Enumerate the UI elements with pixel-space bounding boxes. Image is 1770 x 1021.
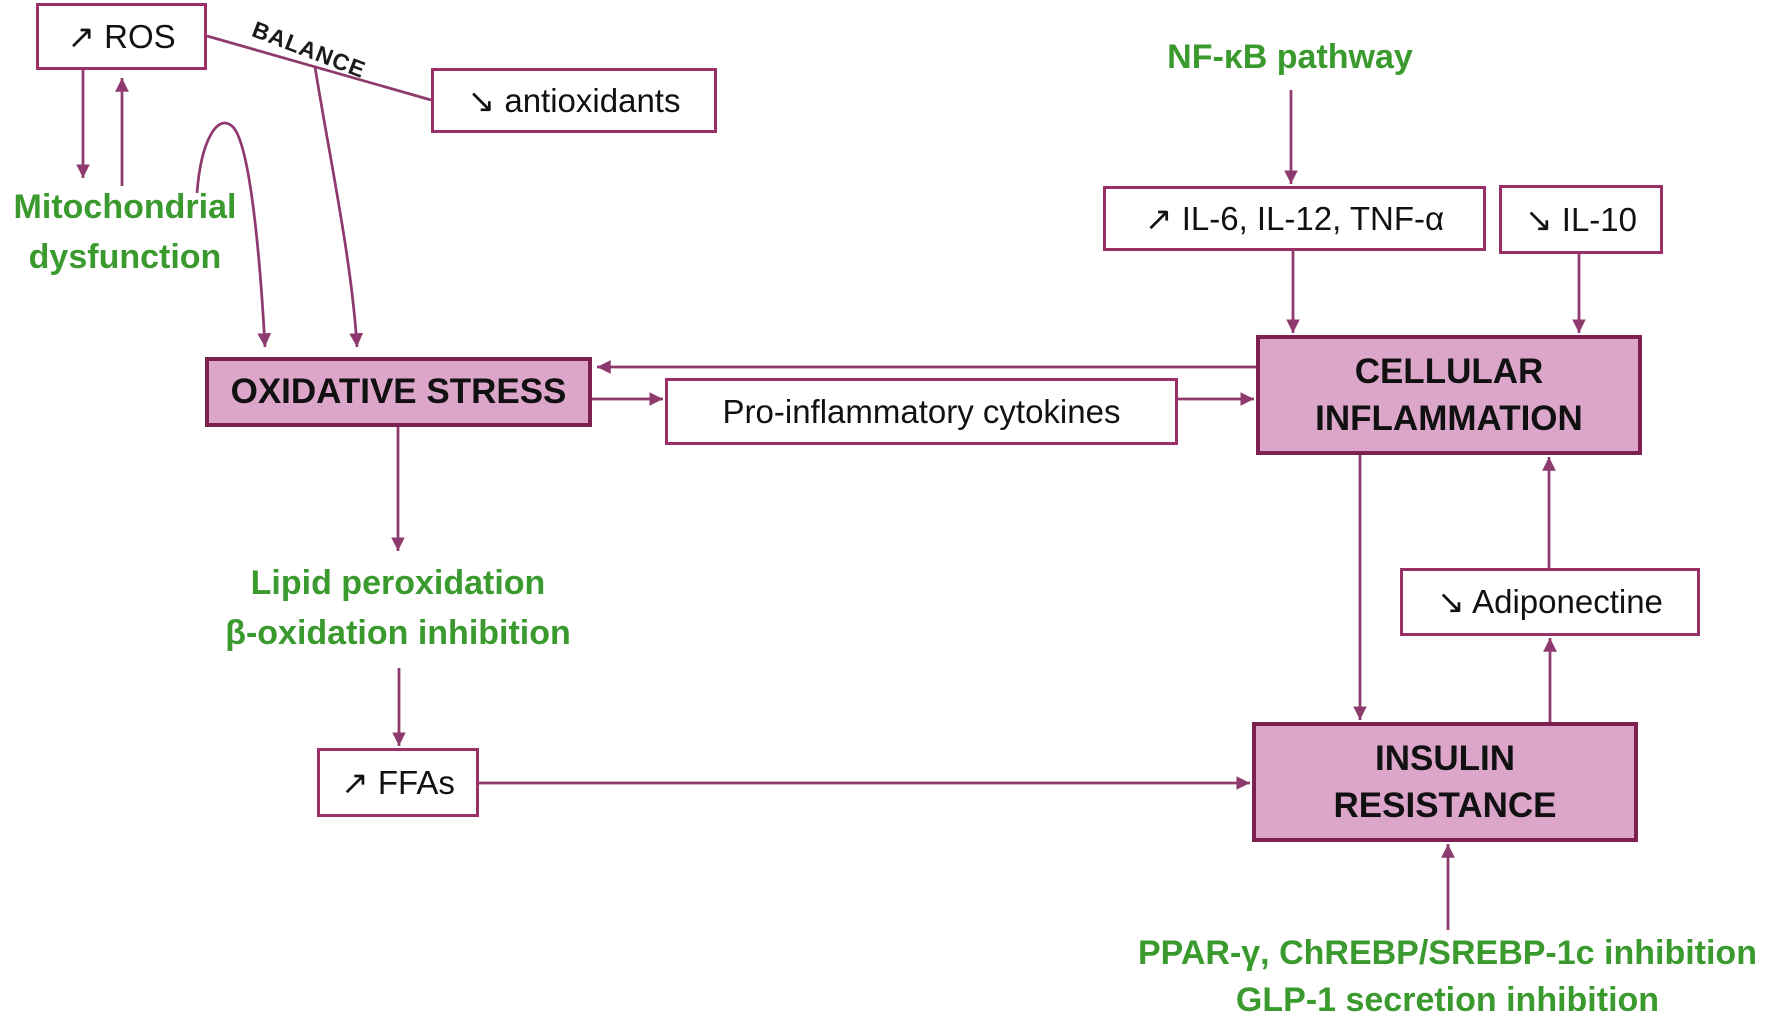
arrow-mitochondrial-to-oxidative-curve bbox=[195, 121, 272, 348]
node-insulin-resistance: INSULIN RESISTANCE bbox=[1252, 722, 1638, 842]
node-cellular-inflammation: CELLULAR INFLAMMATION bbox=[1256, 335, 1642, 455]
node-il6-il12-tnf: ↗ IL-6, IL-12, TNF-α bbox=[1103, 186, 1486, 251]
line-ros-to-antioxidants-balance bbox=[206, 34, 432, 102]
label-lipid-peroxidation: Lipid peroxidation β-oxidation inhibitio… bbox=[225, 564, 571, 652]
node-pro-inflammatory-cytokines: Pro-inflammatory cytokines bbox=[665, 378, 1178, 445]
node-ros: ↗ ROS bbox=[36, 3, 207, 70]
label-mitochondrial-dysfunction: Mitochondrial dysfunction bbox=[13, 188, 237, 276]
node-il10: ↘ IL-10 bbox=[1499, 185, 1663, 254]
node-antioxidants: ↘ antioxidants bbox=[431, 68, 717, 133]
label-ppar-glp1-inhibition: PPAR-γ, ChREBP/SREBP-1c inhibition GLP-1… bbox=[1138, 934, 1757, 1019]
arrow-balance-to-oxidative bbox=[313, 66, 364, 348]
label-nfkb-pathway: NF-κB pathway bbox=[1167, 38, 1413, 76]
node-adiponectine: ↘ Adiponectine bbox=[1400, 568, 1700, 636]
node-ffas: ↗ FFAs bbox=[317, 748, 479, 817]
node-oxidative-stress: OXIDATIVE STRESS bbox=[205, 357, 592, 427]
